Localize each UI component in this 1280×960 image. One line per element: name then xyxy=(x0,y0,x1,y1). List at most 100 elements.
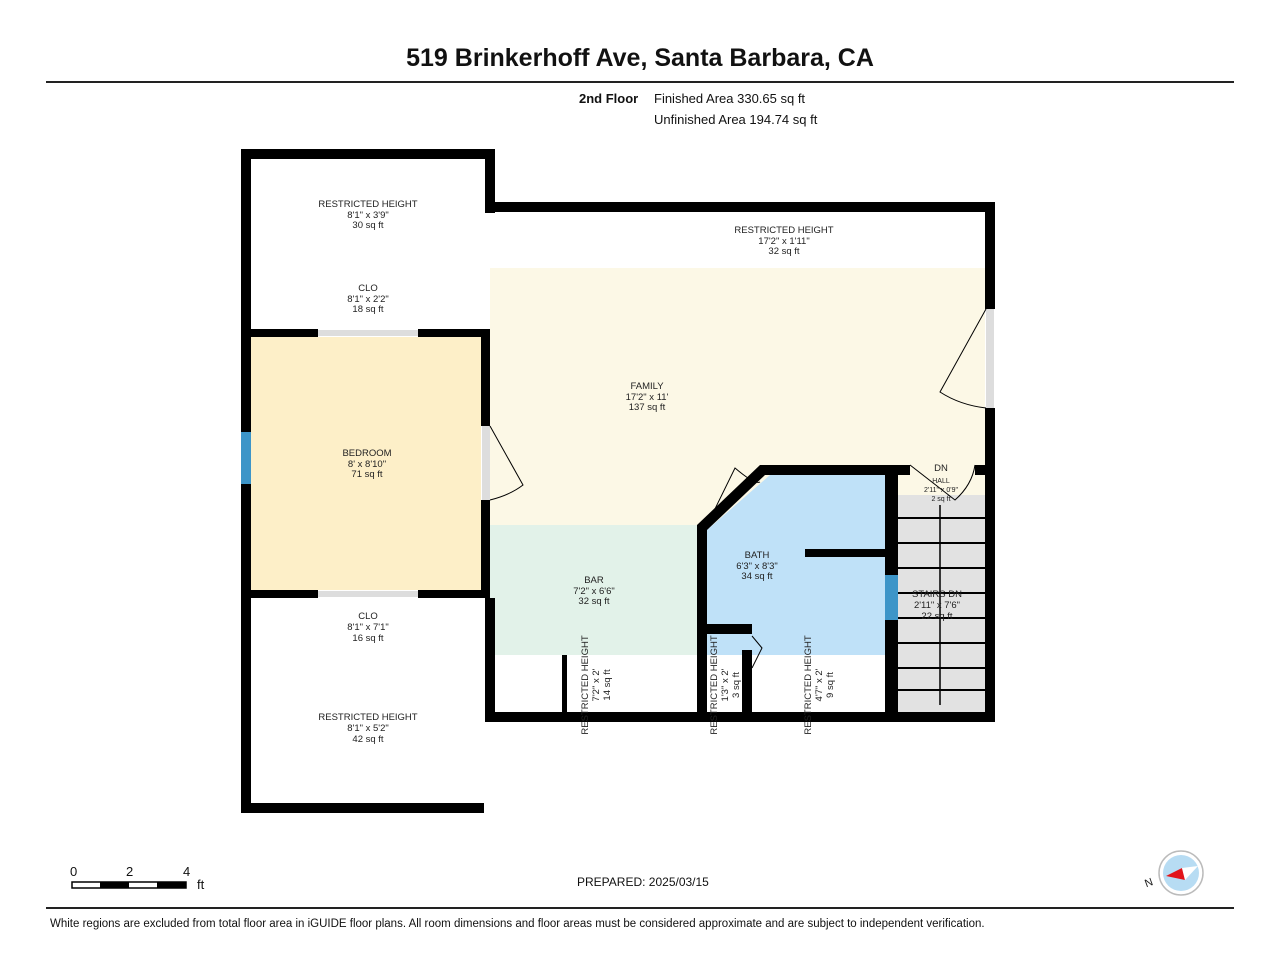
room-name: RESTRICTED HEIGHT xyxy=(318,199,417,210)
plan-shape: RESTRICTED HEIGHT 7'2" x 2' 14 sq ft xyxy=(580,635,613,734)
plan-shape xyxy=(562,655,567,715)
room-area: 71 sq ft xyxy=(351,469,383,480)
plan-shape xyxy=(1166,868,1185,880)
room-name: CLO xyxy=(358,283,378,294)
bar-fill xyxy=(490,525,697,655)
room-name: RESTRICTED HEIGHT xyxy=(803,635,814,734)
page-title: 519 Brinkerhoff Ave, Santa Barbara, CA xyxy=(406,44,874,72)
hall-fill xyxy=(898,475,985,495)
scale-unit: ft xyxy=(197,877,205,892)
compass-north-label: N xyxy=(1143,876,1155,890)
scale-tick-2: 2 xyxy=(126,864,134,879)
room-area: 16 sq ft xyxy=(352,633,384,644)
room-name: CLO xyxy=(358,611,378,622)
scale-bar xyxy=(71,881,187,889)
room-name: BATH xyxy=(745,550,770,561)
room-dims: 17'2" x 1'11" xyxy=(758,236,809,247)
plan-shape xyxy=(751,635,763,669)
plan-shape xyxy=(485,202,995,212)
plan-shape xyxy=(909,464,976,501)
room-area: 22 sq ft xyxy=(921,611,953,622)
room-area: 30 sq ft xyxy=(352,220,384,231)
room-name: RESTRICTED HEIGHT xyxy=(734,225,833,236)
plan-shape xyxy=(760,465,910,475)
room-dims: 2'11" x 0'9" xyxy=(924,487,958,494)
plan-shape xyxy=(481,500,490,598)
plan-shape xyxy=(885,620,898,722)
plan-shape xyxy=(482,426,490,500)
bedroom-fill xyxy=(251,337,481,590)
room-name: FAMILY xyxy=(630,381,664,392)
plan-shape xyxy=(985,408,995,722)
plan-shape xyxy=(485,598,495,722)
disclaimer: White regions are excluded from total fl… xyxy=(50,918,985,930)
room-name: RESTRICTED HEIGHT xyxy=(580,635,591,734)
opening-bottom xyxy=(318,591,418,597)
plan-shape xyxy=(697,624,752,634)
plan-shape xyxy=(485,712,995,722)
plan-shape xyxy=(418,590,490,598)
stairs-fill xyxy=(898,495,985,712)
plan-shape xyxy=(157,882,186,888)
plan-shape xyxy=(711,467,761,516)
room-dims: 8'1" x 3'9" xyxy=(347,210,389,221)
plan-shape xyxy=(805,549,885,557)
plan-shape xyxy=(481,329,490,426)
finished-area: Finished Area 330.65 sq ft xyxy=(654,91,806,106)
unfinished-area: Unfinished Area 194.74 sq ft xyxy=(654,112,818,127)
plan-shape xyxy=(485,149,495,213)
room-dims: 8'1" x 7'1" xyxy=(347,622,389,633)
room-name: BAR xyxy=(584,575,604,586)
room-area: 42 sq ft xyxy=(352,734,384,745)
room-dims: 2'11" x 7'6" xyxy=(914,600,960,611)
room-dims: 7'2" x 6'6" xyxy=(573,586,615,597)
plan-shape xyxy=(241,329,318,337)
window-bedroom xyxy=(241,432,251,484)
plan-shape: RESTRICTED HEIGHT 1'3" x 2' 3 sq ft xyxy=(709,635,742,734)
floor-label: 2nd Floor xyxy=(579,91,639,106)
plan-shape xyxy=(986,309,994,408)
plan-shape xyxy=(241,149,495,159)
room-area: 18 sq ft xyxy=(352,304,384,315)
room-dims: 1'3" x 2' xyxy=(720,668,731,701)
room-name: STAIRS DN xyxy=(912,589,962,600)
room-dims: 17'2" x 11' xyxy=(626,392,669,403)
plan-shape xyxy=(985,202,995,309)
room-dims: 8'1" x 5'2" xyxy=(347,723,389,734)
room-area: 2 sq ft xyxy=(931,496,950,503)
stair-treads xyxy=(898,505,985,705)
plan-shape xyxy=(418,329,490,337)
scale-tick-4: 4 xyxy=(183,864,191,879)
plan-shape xyxy=(697,525,707,722)
room-area: 3 sq ft xyxy=(731,672,742,698)
room-area: 34 sq ft xyxy=(741,571,773,582)
room-dims: 4'7" x 2' xyxy=(814,668,825,701)
scale-tick-0: 0 xyxy=(70,864,78,879)
room-dims: 8' x 8'10" xyxy=(348,459,386,470)
plan-shape xyxy=(100,882,129,888)
plan-shape xyxy=(939,308,987,409)
opening-top xyxy=(318,330,418,336)
plan-shape xyxy=(885,465,898,575)
plan-shape xyxy=(697,465,765,530)
room-dims: 6'3" x 8'3" xyxy=(736,561,778,572)
hall-dn: DN xyxy=(934,463,948,474)
room-name: BEDROOM xyxy=(342,448,391,459)
room-area: 14 sq ft xyxy=(602,669,613,701)
room-labels: RESTRICTED HEIGHT 8'1" x 3'9" 30 sq ft C… xyxy=(318,199,962,745)
prepared-date: PREPARED: 2025/03/15 xyxy=(577,875,709,889)
plan-shape xyxy=(1182,866,1198,880)
room-name: HALL xyxy=(932,478,950,485)
plan-shape: RESTRICTED HEIGHT 4'7" x 2' 9 sq ft xyxy=(803,635,836,734)
room-area: 9 sq ft xyxy=(825,672,836,698)
room-area: 32 sq ft xyxy=(578,596,610,607)
plan-shape xyxy=(489,425,524,501)
compass-icon xyxy=(1158,850,1204,896)
room-dims: 7'2" x 2' xyxy=(591,668,602,701)
plan-shape xyxy=(742,650,752,722)
room-name: RESTRICTED HEIGHT xyxy=(318,712,417,723)
plan-shape xyxy=(975,465,995,475)
room-area: 137 sq ft xyxy=(629,402,666,413)
bath-fill xyxy=(707,475,885,655)
